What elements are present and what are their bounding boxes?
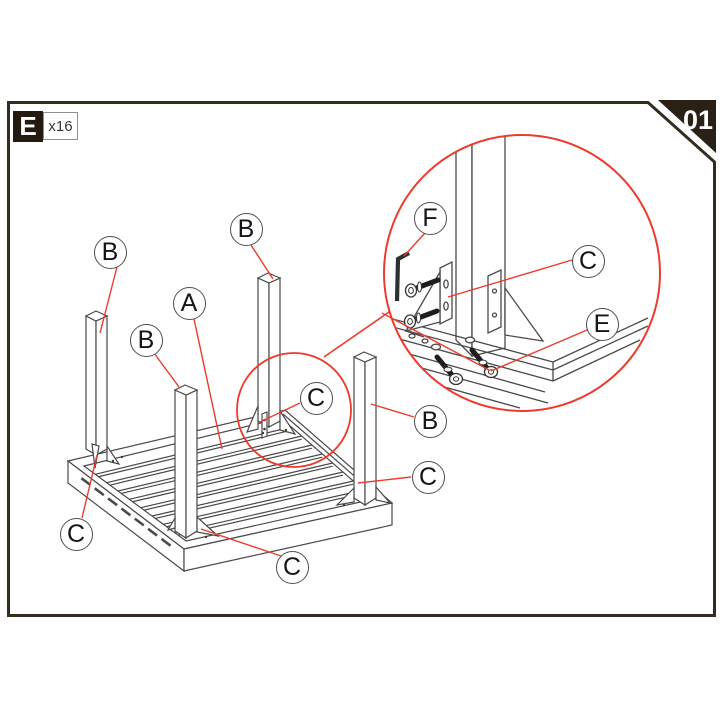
leg-back-right (256, 272, 282, 429)
leader-lines (81, 232, 588, 557)
gusset-front-left-b (196, 515, 220, 537)
zoom-source-circle (236, 352, 352, 468)
step-number: 01 (682, 105, 714, 135)
callout-b-back-right-leg: B (229, 212, 263, 246)
gusset-back-left-b (106, 444, 121, 465)
rail-holes (408, 333, 476, 351)
red-annotations (81, 134, 661, 557)
part-letter-badge: E (13, 111, 43, 142)
callout-c-zoom-source: C (299, 381, 333, 415)
corner-bracket-right (487, 268, 545, 342)
callout-a-frame: A (172, 286, 206, 320)
tabletop-frame (66, 409, 394, 573)
bolt-icon-1 (404, 277, 441, 298)
callout-f-allen-key: F (413, 201, 447, 235)
zoom-connector-line (323, 311, 390, 358)
step-corner-triangle (658, 100, 716, 153)
leg-front-left (173, 384, 199, 540)
callout-b-front-right-leg: B (413, 404, 447, 438)
callout-b-back-left-leg: B (93, 235, 127, 269)
callout-c-detail-bracket: C (571, 244, 605, 278)
gusset-front-right-a (335, 486, 355, 506)
detail-view (384, 135, 649, 409)
bolt-icons (403, 277, 499, 386)
front-rail-slots (80, 477, 172, 547)
corner-gussets (91, 405, 392, 537)
gusset-front-right-b (375, 485, 392, 504)
table-assembly-drawing (66, 272, 394, 573)
callout-c-right-bracket: C (411, 460, 445, 494)
callout-c-left-bracket: C (59, 517, 93, 551)
gusset-back-right-b (279, 408, 297, 435)
gusset-front-left-a (166, 515, 176, 531)
callout-c-bottom-bracket: C (275, 550, 309, 584)
callout-e-detail-bolts: E (585, 307, 619, 341)
hardware-badge: E x16 (13, 111, 78, 142)
callout-b-front-left-leg: B (129, 323, 163, 357)
bolt-icon-3 (434, 354, 464, 386)
leg-back-left (84, 310, 109, 457)
gusset-back-right-a (245, 405, 259, 433)
part-quantity-label: x16 (43, 112, 78, 140)
leg-front-right (352, 351, 378, 507)
zoom-detail-circle (383, 134, 661, 412)
page-frame (7, 101, 716, 617)
corner-bracket-left (404, 260, 453, 338)
bolt-icon-4 (469, 347, 499, 379)
